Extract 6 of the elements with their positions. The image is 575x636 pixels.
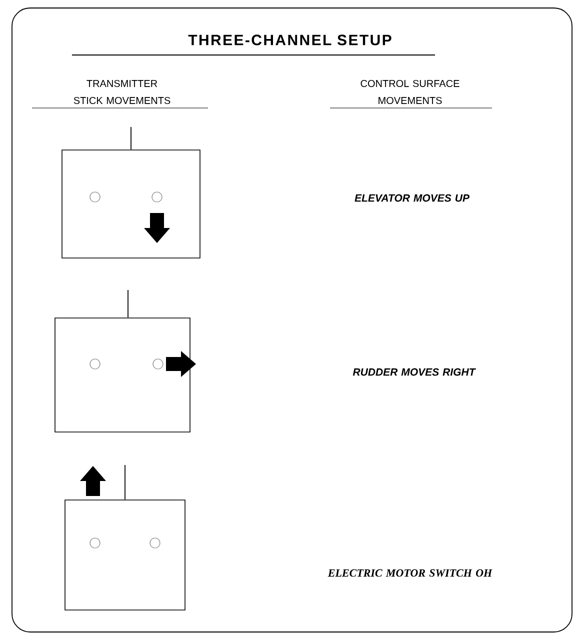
column-heading: TRANSMITTER STICK MOVEMENTS — [74, 80, 170, 104]
column-heading: CONTROL SURFACE MOVEMENTS — [360, 80, 460, 104]
movement-caption: ELECTRIC MOTOR SWITCH OH — [328, 569, 492, 577]
title: THREE-CHANNEL SETUP — [188, 34, 392, 46]
movement-caption: RUDDER MOVES RIGHT — [352, 368, 476, 376]
movement-caption: ELEVATOR MOVES UP — [354, 194, 470, 202]
